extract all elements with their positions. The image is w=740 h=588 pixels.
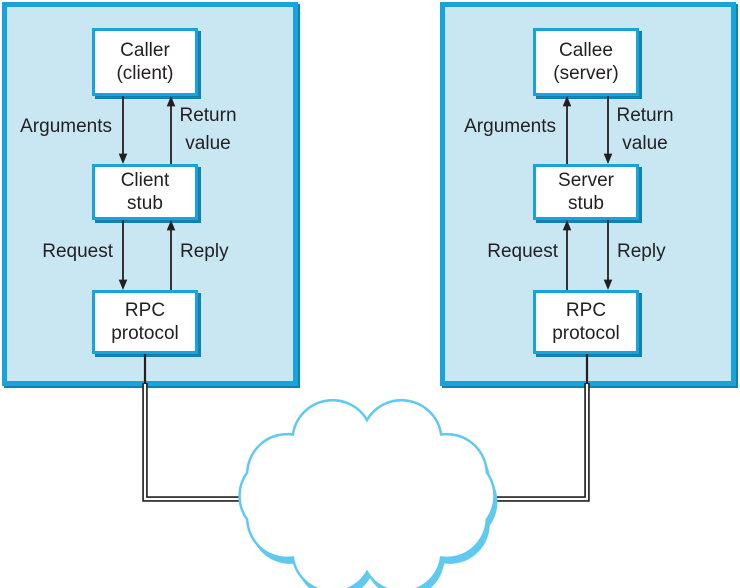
server-request-label: Request bbox=[487, 241, 558, 262]
client-stub-box: Client stub bbox=[92, 164, 198, 220]
client-reply-label: Reply bbox=[180, 241, 229, 262]
client-host-panel: Caller (client) Client stub RPC protocol… bbox=[2, 2, 298, 386]
client-rpc-protocol-box-label: RPC protocol bbox=[111, 300, 179, 344]
caller-client-box-label: Caller (client) bbox=[116, 40, 174, 84]
callee-server-box-label: Callee (server) bbox=[553, 40, 619, 84]
client-request-label: Request bbox=[42, 241, 113, 262]
server-stub-box-label: Server stub bbox=[558, 170, 614, 214]
server-rpc-protocol-box-label: RPC protocol bbox=[552, 300, 620, 344]
server-stub-box: Server stub bbox=[533, 164, 639, 220]
server-network-link bbox=[472, 383, 590, 502]
client-stub-box-label: Client stub bbox=[120, 170, 170, 214]
server-rpc-protocol-box: RPC protocol bbox=[533, 290, 639, 354]
caller-client-box: Caller (client) bbox=[92, 28, 198, 96]
client-rpc-protocol-box: RPC protocol bbox=[92, 290, 198, 354]
client-return-value-label: Return value bbox=[179, 105, 237, 154]
client-arguments-label: Arguments bbox=[20, 116, 112, 137]
network-cloud-icon bbox=[238, 398, 498, 588]
server-host-panel: Callee (server) Server stub RPC protocol… bbox=[440, 2, 736, 386]
client-network-link bbox=[142, 383, 258, 502]
server-reply-label: Reply bbox=[617, 241, 666, 262]
callee-server-box: Callee (server) bbox=[533, 28, 639, 96]
server-return-value-label: Return value bbox=[616, 105, 674, 154]
server-arguments-label: Arguments bbox=[464, 116, 556, 137]
